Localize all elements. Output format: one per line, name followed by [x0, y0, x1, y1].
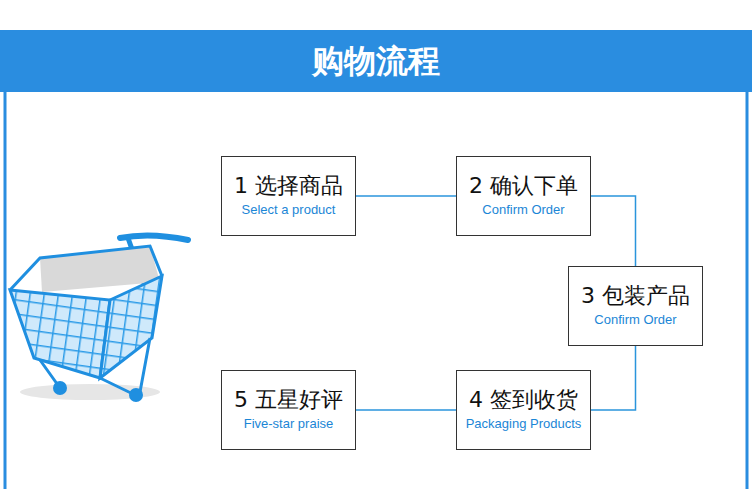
step-subtitle: Confirm Order — [482, 202, 564, 219]
frame-line — [4, 92, 7, 489]
step-title: 4 签到收货 — [469, 387, 578, 413]
process-box: 2 确认下单 Confirm Order — [456, 156, 591, 236]
flow-connector — [356, 195, 456, 197]
frame-line — [746, 92, 749, 489]
step-title: 5 五星好评 — [234, 387, 343, 413]
step-subtitle: Select a product — [242, 202, 336, 219]
step-title: 1 选择商品 — [234, 173, 343, 199]
page-title: 购物流程 — [0, 30, 752, 92]
process-box: 4 签到收货 Packaging Products — [456, 370, 591, 450]
process-box: 3 包装产品 Confirm Order — [568, 266, 703, 346]
step-subtitle: Five-star praise — [244, 416, 334, 433]
step-title: 2 确认下单 — [469, 173, 578, 199]
header-bar — [0, 30, 752, 92]
step-subtitle: Confirm Order — [594, 312, 676, 329]
flow-connector — [591, 196, 636, 266]
flow-connector — [356, 409, 456, 411]
step-subtitle: Packaging Products — [466, 416, 582, 433]
process-box: 5 五星好评 Five-star praise — [221, 370, 356, 450]
step-title: 3 包装产品 — [581, 283, 690, 309]
cart-illustration — [10, 235, 188, 402]
process-box: 1 选择商品 Select a product — [221, 156, 356, 236]
flow-connector — [591, 346, 636, 410]
